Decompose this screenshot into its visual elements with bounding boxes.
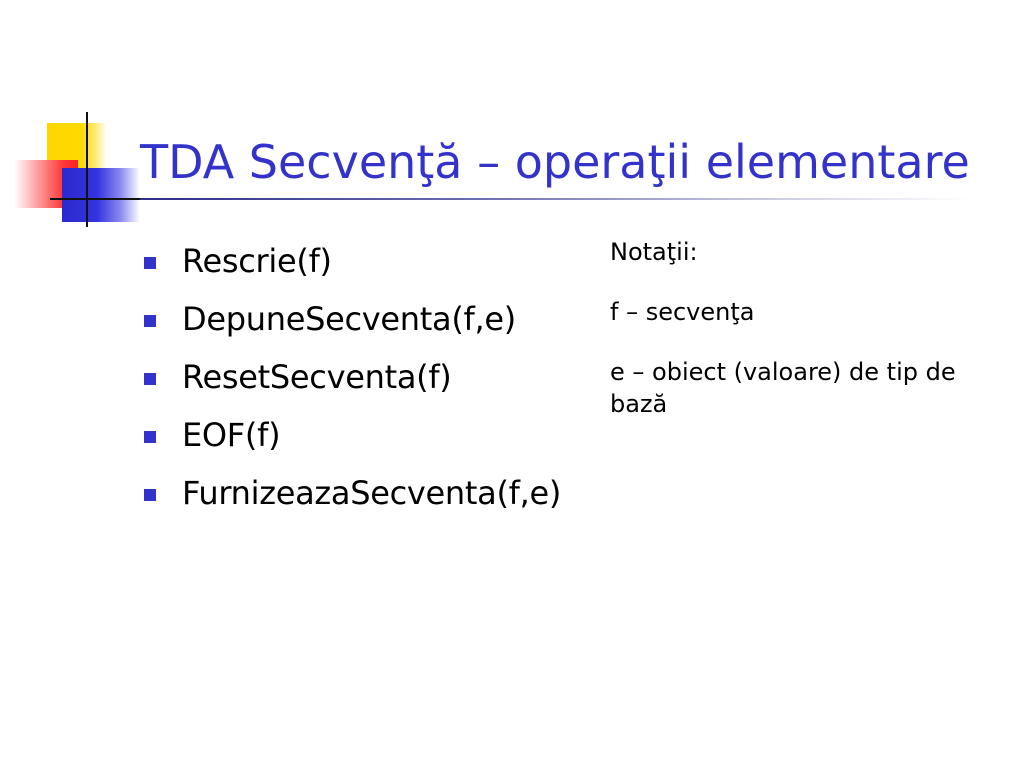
logo-horizontal-line	[50, 198, 140, 200]
bullet-text: DepuneSecventa(f,e)	[182, 300, 516, 338]
square-bullet-icon	[144, 315, 156, 327]
notation-line: e – obiect (valoare) de tip de bază	[610, 358, 956, 418]
title-underline	[140, 198, 970, 200]
notation-line: f – secvenţa	[610, 298, 755, 326]
bullet-list: Rescrie(f) DepuneSecventa(f,e) ResetSecv…	[144, 232, 561, 522]
list-item: ResetSecventa(f)	[144, 348, 561, 406]
list-item: DepuneSecventa(f,e)	[144, 290, 561, 348]
list-item: EOF(f)	[144, 406, 561, 464]
square-bullet-icon	[144, 431, 156, 443]
bullet-text: Rescrie(f)	[182, 242, 332, 280]
logo-blue-square	[62, 168, 140, 222]
bullet-text: FurnizeazaSecventa(f,e)	[182, 474, 562, 512]
notation-box: Notaţii: f – secvenţa e – obiect (valoar…	[610, 236, 970, 448]
square-bullet-icon	[144, 257, 156, 269]
slide-title: TDA Secvenţă – operaţii elementare	[140, 135, 970, 189]
logo-vertical-line	[86, 112, 88, 227]
bullet-text: ResetSecventa(f)	[182, 358, 452, 396]
bullet-text: EOF(f)	[182, 416, 281, 454]
notation-heading: Notaţii:	[610, 238, 698, 266]
list-item: FurnizeazaSecventa(f,e)	[144, 464, 561, 522]
square-bullet-icon	[144, 373, 156, 385]
list-item: Rescrie(f)	[144, 232, 561, 290]
square-bullet-icon	[144, 489, 156, 501]
corner-squares-logo	[0, 0, 140, 240]
